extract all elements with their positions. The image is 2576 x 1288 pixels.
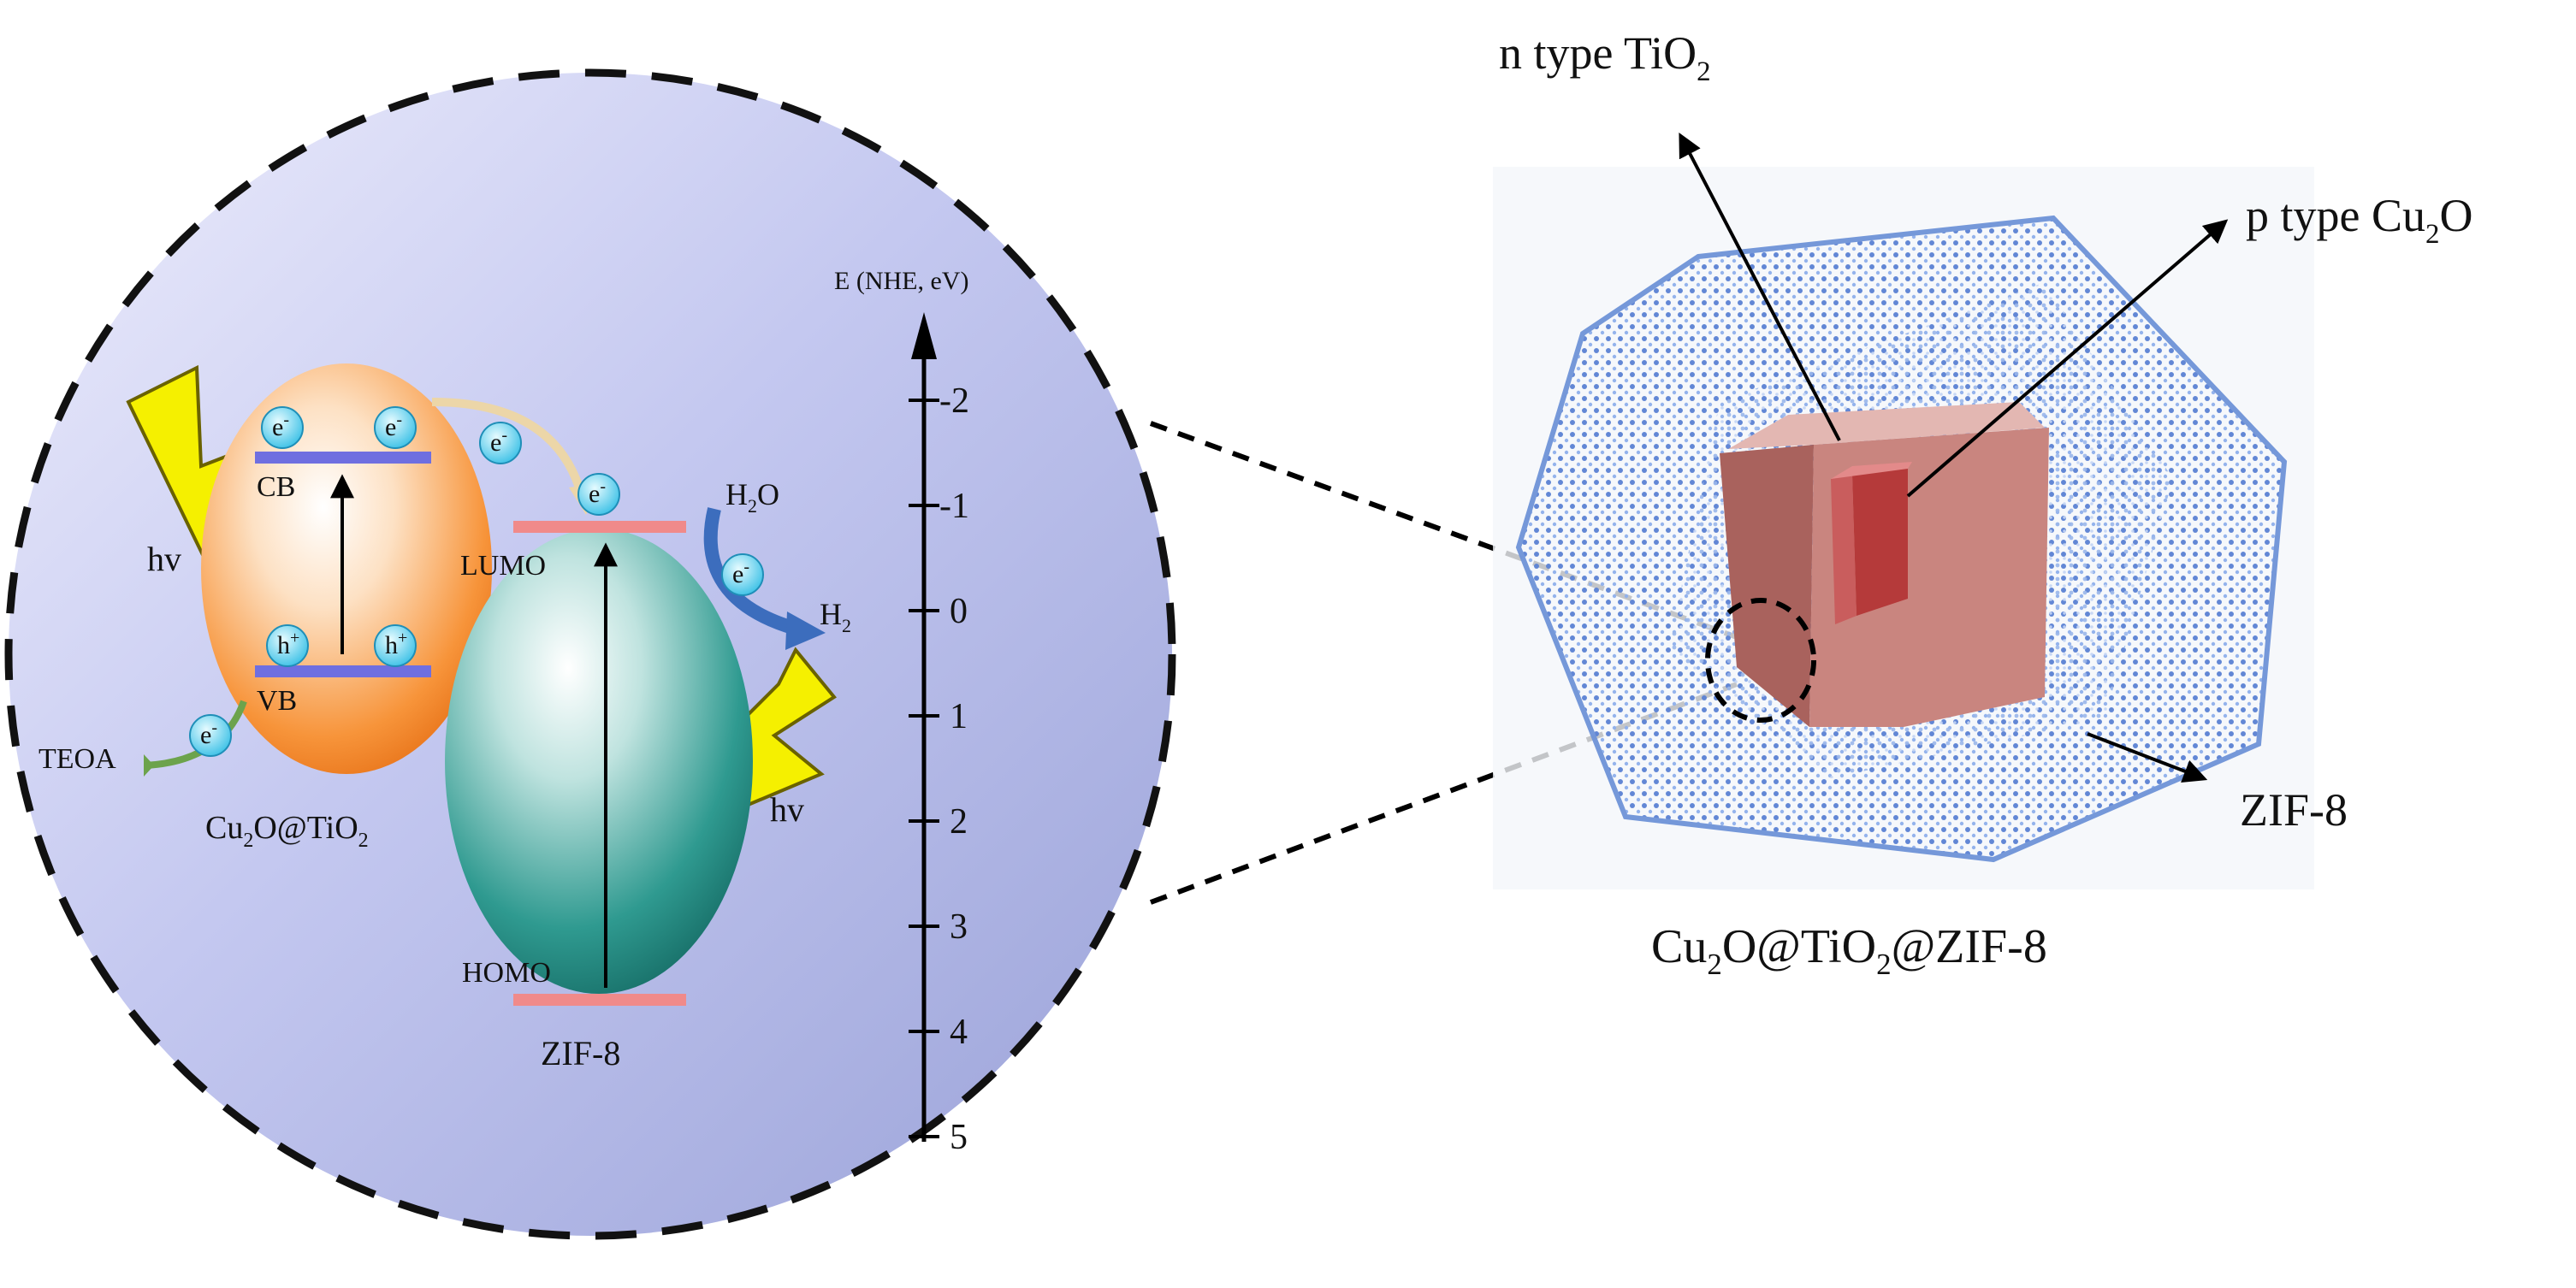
- axis-tick-label: 0: [950, 592, 968, 631]
- electron-icon: e-: [479, 422, 522, 464]
- svg-text:h+: h+: [385, 629, 407, 659]
- cu2o-tio2-label: Cu2O@TiO2: [205, 810, 369, 852]
- homo-label: HOMO: [462, 957, 551, 989]
- svg-text:e-: e-: [732, 558, 749, 588]
- hole-icon: h+: [374, 624, 417, 667]
- cu2o-tio2-particle: CB VB: [201, 363, 492, 774]
- svg-text:e-: e-: [385, 411, 402, 441]
- tio2-cube-top: [1728, 402, 2045, 449]
- zif8-particle: LUMO HOMO ZIF-8: [445, 521, 753, 1072]
- h2-label: H2: [820, 597, 851, 636]
- core-shell-structure: [1493, 167, 2314, 889]
- hole-icon: h+: [266, 624, 309, 667]
- tio2-label: n type TiO2: [1499, 27, 1711, 87]
- cb-label: CB: [257, 471, 295, 503]
- valence-band: [255, 665, 431, 677]
- axis-tick-label: 4: [950, 1013, 968, 1052]
- teoa-label: TEOA: [38, 743, 116, 775]
- zoom-lines: [1149, 421, 1738, 905]
- cu2o-core: [1852, 466, 1908, 616]
- zif8-scheme-label: ZIF-8: [541, 1034, 620, 1072]
- electron-icon: e-: [374, 406, 417, 449]
- electron-icon: e-: [261, 406, 304, 449]
- svg-text:e-: e-: [490, 426, 507, 457]
- label-arrows: [1679, 133, 2229, 783]
- energy-axis-title: E (NHE, eV): [834, 267, 968, 295]
- axis-tick-label: 2: [950, 802, 968, 842]
- conduction-band: [255, 452, 431, 464]
- axis-tick-label: -1: [939, 487, 969, 526]
- electron-icon: e-: [721, 553, 764, 596]
- homo-level: [513, 994, 686, 1006]
- axis-tick-label: 5: [950, 1118, 968, 1157]
- hv-label: hv: [147, 540, 181, 578]
- hv-label: hv: [770, 790, 804, 829]
- vb-label: VB: [257, 685, 297, 717]
- axis-tick-label: 1: [950, 697, 968, 736]
- lumo-label: LUMO: [460, 550, 546, 582]
- svg-text:e-: e-: [589, 477, 606, 508]
- charge-carriers: e-e-e-e-e-e-h+ h+: [189, 406, 764, 757]
- axis-tick-label: 3: [950, 907, 968, 947]
- svg-text:e-: e-: [200, 718, 217, 749]
- zif8-label: ZIF-8: [2240, 784, 2348, 836]
- h2o-label: H2O: [725, 477, 779, 517]
- electron-icon: e-: [577, 473, 620, 516]
- zoom-region: [1705, 598, 1816, 723]
- axis-tick-label: -2: [939, 381, 969, 421]
- electron-icon: e-: [189, 714, 232, 757]
- energy-axis: E (NHE, eV) -2 -1 0 1 2 3 4 5: [834, 267, 969, 1157]
- cu2o-label: p type Cu2O: [2246, 190, 2473, 250]
- svg-text:h+: h+: [277, 629, 299, 659]
- tio2-cube-front: [1720, 445, 1814, 727]
- structure-caption: Cu2O@TiO2@ZIF-8: [1651, 920, 2047, 981]
- svg-text:e-: e-: [272, 411, 289, 441]
- lumo-level: [513, 521, 686, 533]
